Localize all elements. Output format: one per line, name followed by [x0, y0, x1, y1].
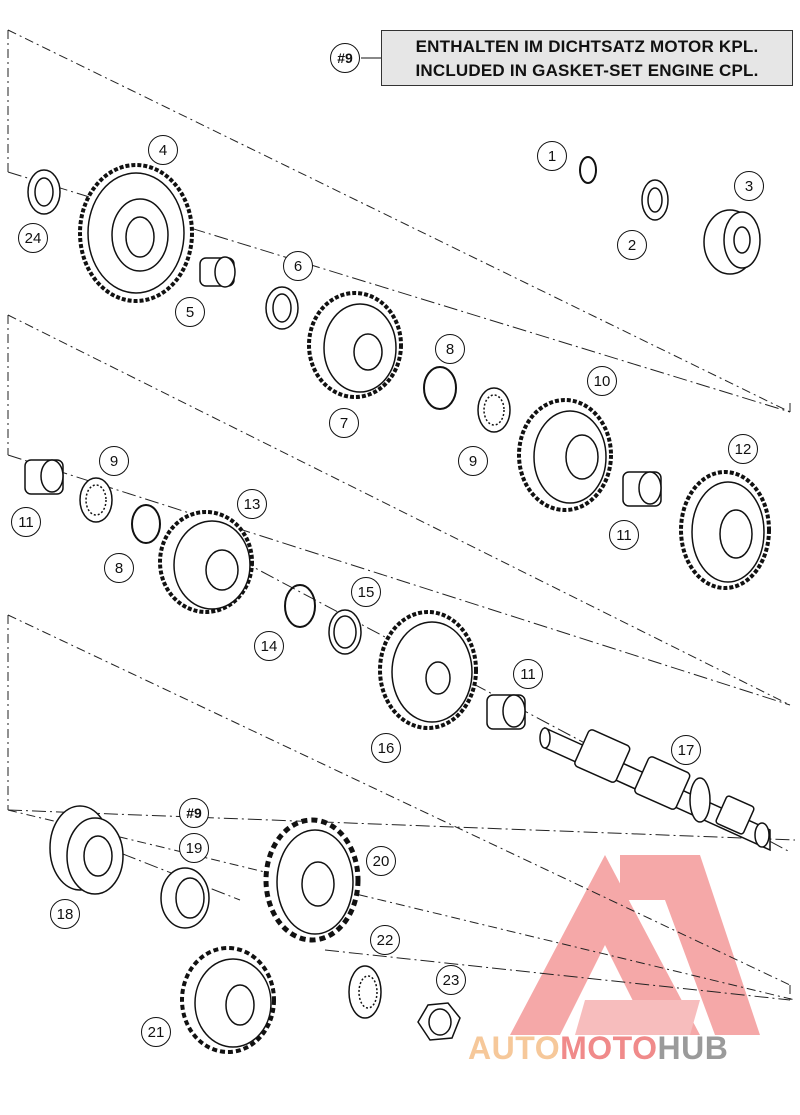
part-17-transmission-shaft — [539, 726, 771, 852]
part-21-sprocket — [180, 946, 276, 1054]
note-line-german: ENTHALTEN IM DICHTSATZ MOTOR KPL. — [415, 37, 759, 56]
part-15-washer — [328, 609, 362, 655]
part-24-washer — [27, 169, 61, 215]
watermark-part-auto: AUTO — [468, 1030, 561, 1066]
callout-8-a: 8 — [435, 334, 465, 364]
section-frame-lines — [7, 29, 796, 1001]
part-11-needle-bearing-b — [622, 471, 662, 507]
callout-9-b: 9 — [99, 446, 129, 476]
callout-23: 23 — [436, 965, 466, 995]
callout-9-a: 9 — [458, 446, 488, 476]
part-19-shaft-seal — [160, 867, 210, 929]
callout-24: 24 — [18, 223, 48, 253]
callout-6: 6 — [283, 251, 313, 281]
part-2-washer — [641, 179, 669, 221]
part-8-circlip — [423, 366, 457, 410]
callout-7: 7 — [329, 408, 359, 438]
callout-15: 15 — [351, 577, 381, 607]
part-9-toothed-washer — [477, 387, 511, 433]
callout-10: 10 — [587, 366, 617, 396]
callout-13: 13 — [237, 489, 267, 519]
part-18-ball-bearing — [49, 805, 124, 895]
gasket-set-note: ENTHALTEN IM DICHTSATZ MOTOR KPL. INCLUD… — [381, 30, 793, 86]
part-23-nut — [417, 1002, 461, 1041]
callout-20: 20 — [366, 846, 396, 876]
part-22-lock-washer — [348, 965, 382, 1019]
callout-14: 14 — [254, 631, 284, 661]
callout-1: 1 — [537, 141, 567, 171]
callout-12: 12 — [728, 434, 758, 464]
callout-11-c: 11 — [513, 659, 543, 689]
part-1-circlip — [579, 156, 597, 184]
callout-21: 21 — [141, 1017, 171, 1047]
callout-17: 17 — [671, 735, 701, 765]
part-10-gear — [517, 398, 613, 512]
callout-19: 19 — [179, 833, 209, 863]
note-line-english: INCLUDED IN GASKET-SET ENGINE CPL. — [415, 61, 759, 80]
watermark-part-moto: MOTO — [560, 1030, 658, 1066]
callout-11-b: 11 — [609, 520, 639, 550]
callout-5: 5 — [175, 297, 205, 327]
callout-18: 18 — [50, 899, 80, 929]
part-4-gear — [78, 163, 194, 303]
part-9-toothed-washer-b — [79, 477, 113, 523]
part-14-circlip — [284, 584, 316, 628]
part-20-sprocket — [263, 817, 361, 943]
part-6-washer — [265, 286, 299, 330]
part-12-gear — [679, 470, 771, 590]
part-7-gear — [307, 291, 403, 399]
watermark-text: AUTOMOTOHUB — [468, 1030, 793, 1070]
callout-16: 16 — [371, 733, 401, 763]
part-5-needle-bearing — [199, 256, 236, 288]
part-13-gear — [158, 510, 254, 614]
callout-8-b: 8 — [104, 553, 134, 583]
callout-11-a: 11 — [11, 507, 41, 537]
callout-2: 2 — [617, 230, 647, 260]
callout-4: 4 — [148, 135, 178, 165]
callout-hash9-part19: #9 — [179, 798, 209, 828]
callout-3: 3 — [734, 171, 764, 201]
part-11-needle-bearing-c — [486, 694, 526, 730]
watermark-part-hub: HUB — [657, 1030, 729, 1066]
axis-lines — [7, 171, 796, 1001]
part-11-needle-bearing-a — [24, 459, 64, 495]
callout-hash9-note: #9 — [330, 43, 360, 73]
callout-22: 22 — [370, 925, 400, 955]
part-16-gear — [378, 610, 478, 730]
watermark-logo-icon — [510, 855, 760, 1035]
part-3-ball-bearing — [703, 209, 761, 275]
part-8-circlip-b — [131, 504, 161, 544]
